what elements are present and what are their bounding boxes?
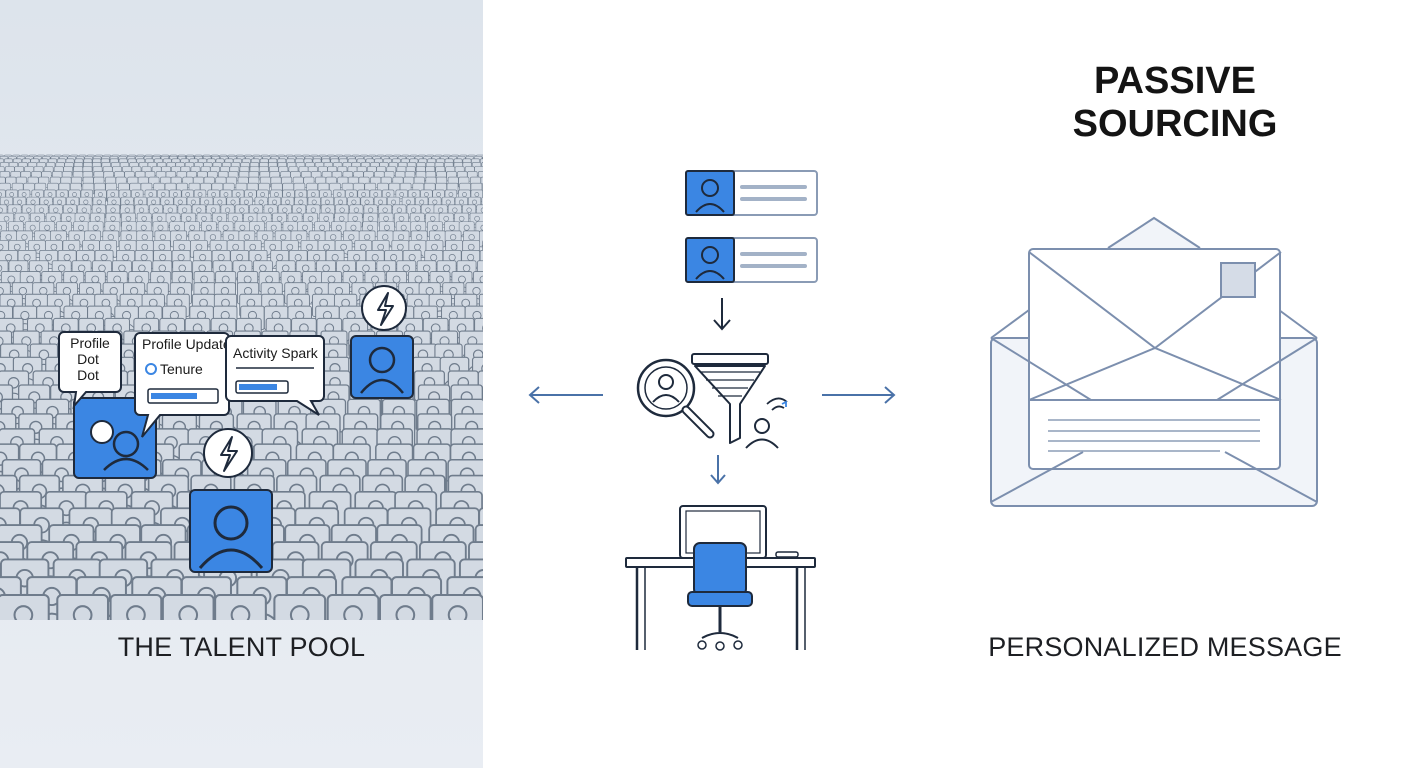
page-title: PASSIVE SOURCING (1040, 60, 1310, 145)
down-arrow-icon (713, 298, 731, 331)
crowd-illustration: Profile Dot Dot Profile Update Tenure Ac… (0, 154, 483, 620)
profile-card-icon (685, 237, 818, 283)
personalized-message-caption: PERSONALIZED MESSAGE (988, 632, 1342, 662)
person-signal-icon (745, 397, 788, 449)
talent-pool-panel: Profile Dot Dot Profile Update Tenure Ac… (0, 0, 483, 768)
title-line-1: PASSIVE (1094, 60, 1256, 102)
desk-workstation-icon (625, 505, 816, 651)
envelope-icon (990, 216, 1318, 507)
right-arrow-icon (822, 386, 896, 404)
left-arrow-icon (528, 386, 603, 404)
down-arrow-icon (710, 455, 726, 485)
profile-card-icon (685, 170, 818, 216)
title-line-2: SOURCING (1072, 102, 1278, 145)
